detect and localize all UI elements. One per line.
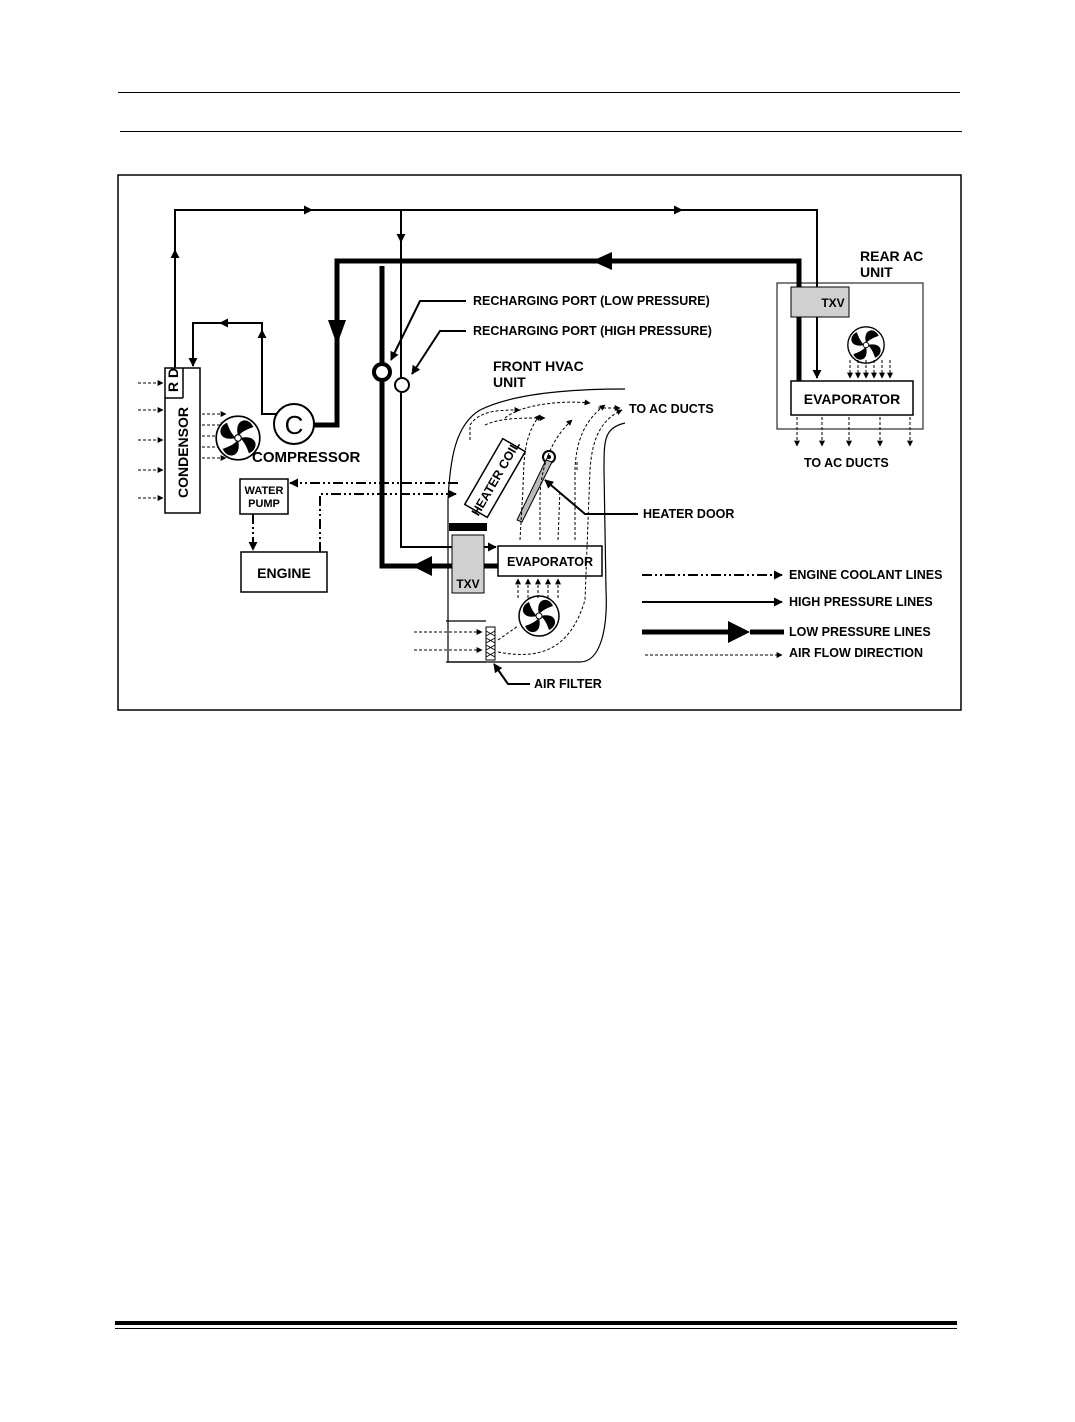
footer-rule-thin — [115, 1328, 957, 1329]
label-rear-txv: TXV — [821, 296, 844, 310]
leader-air-filter — [493, 663, 530, 685]
label-engine: ENGINE — [257, 565, 311, 581]
rear-txv-box — [790, 286, 850, 318]
label-front-hvac-1: FRONT HVAC — [493, 358, 584, 374]
heater-coil: HEATER COIL — [463, 437, 527, 519]
front-hvac-airflow — [414, 399, 623, 655]
front-evaporator-box — [497, 545, 603, 577]
label-rear-evaporator: EVAPORATOR — [804, 391, 900, 407]
recharging-port-high-icon — [394, 377, 410, 393]
legend-label-high-pressure: HIGH PRESSURE LINES — [789, 595, 933, 609]
rear-blower-fan-icon — [847, 326, 885, 364]
legend-label-airflow: AIR FLOW DIRECTION — [789, 646, 923, 660]
label-recharging-port-high: RECHARGING PORT (HIGH PRESSURE) — [473, 324, 712, 338]
legend-label-low-pressure: LOW PRESSURE LINES — [789, 625, 931, 639]
leader-port-high — [411, 330, 466, 375]
low-pressure-arrow-top — [592, 252, 612, 270]
rear-evaporator-box — [790, 380, 914, 416]
front-hvac-housing — [447, 388, 626, 663]
leader-heater-door — [544, 479, 638, 515]
low-pressure-arrow-down — [328, 320, 346, 345]
air-filter-box — [485, 626, 496, 661]
rear-duct-arrows — [794, 417, 913, 447]
header-rule-bottom — [120, 131, 962, 132]
label-front-txv: TXV — [456, 577, 479, 591]
label-water-pump-2: PUMP — [248, 498, 280, 510]
leader-port-low — [390, 300, 466, 361]
hvac-seal-bar — [449, 523, 487, 531]
rear-ac-unit-box — [776, 282, 924, 430]
footer-rule-thick — [115, 1321, 957, 1325]
rear-blower-down-arrows — [847, 360, 893, 379]
legend-label-coolant: ENGINE COOLANT LINES — [789, 568, 942, 582]
label-front-to-ac-ducts: TO AC DUCTS — [629, 402, 714, 416]
diagram-frame — [117, 174, 962, 711]
front-txv-box — [451, 534, 485, 594]
heater-door — [516, 459, 553, 523]
compressor-circle — [273, 403, 315, 445]
label-rd: R D — [165, 368, 181, 392]
water-pump-box — [239, 478, 289, 515]
label-heater-door: HEATER DOOR — [643, 507, 734, 521]
low-pressure-arrow-evap — [412, 556, 432, 576]
label-rear-ac-2: UNIT — [860, 264, 893, 280]
label-recharging-port-low: RECHARGING PORT (LOW PRESSURE) — [473, 294, 710, 308]
header-rule-top — [118, 92, 960, 93]
label-air-filter: AIR FILTER — [534, 677, 602, 691]
label-compressor-symbol: C — [285, 410, 304, 440]
label-rear-to-ac-ducts: TO AC DUCTS — [804, 456, 889, 470]
coolant-lines — [248, 478, 458, 552]
label-water-pump-1: WATER — [245, 485, 284, 497]
label-rear-ac-1: REAR AC — [860, 248, 923, 264]
label-condensor: CONDENSOR — [175, 407, 191, 498]
legend: ENGINE COOLANT LINES HIGH PRESSURE LINES… — [642, 568, 942, 660]
label-compressor: COMPRESSOR — [252, 449, 361, 466]
recharging-port-low-icon — [372, 362, 392, 382]
air-filter-mesh — [485, 630, 496, 658]
label-front-hvac-2: UNIT — [493, 374, 526, 390]
label-front-evaporator: EVAPORATOR — [507, 555, 593, 569]
blower-up-arrows — [515, 578, 561, 598]
front-blower-fan-icon — [518, 595, 560, 637]
engine-box — [240, 551, 328, 593]
